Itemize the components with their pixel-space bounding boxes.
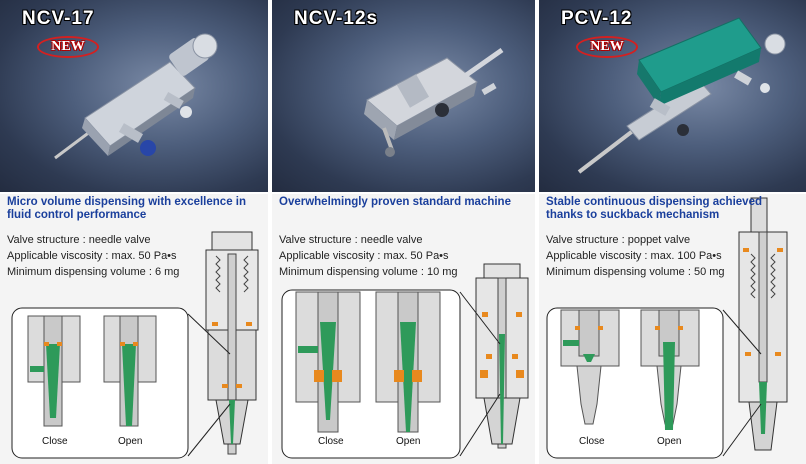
spec-min-volume: Minimum dispensing volume : 6 mg [7,266,180,278]
full-valve-section [205,231,259,455]
open-valve-section [640,309,700,430]
caption-close: Close [579,436,605,447]
spec-valve-structure: Valve structure : needle valve [7,234,151,246]
caption-close: Close [42,436,68,447]
headline: Overwhelmingly proven standard machine [279,196,511,208]
caption-open: Open [118,436,143,447]
spec-min-volume: Minimum dispensing volume : 10 mg [279,266,458,278]
product-panel-ncv-12s: NCV-12s [272,0,535,464]
spec-valve-structure: Valve structure : poppet valve [546,234,691,246]
valve-photo-illustration [577,17,786,174]
full-valve-section [475,263,529,449]
description-area: Micro volume dispensing with excellence … [0,194,268,464]
cross-section-diagram [546,197,788,459]
cross-section-diagram [281,263,529,459]
valve-photo-illustration [364,47,504,157]
headline: Micro volume dispensing with excellence … [7,196,247,221]
close-valve-section [295,291,361,433]
open-valve-section [103,315,157,427]
spec-viscosity: Applicable viscosity : max. 100 Pa•s [546,250,722,262]
description-area: Stable continuous dispensing achieved th… [539,194,806,464]
close-valve-section [560,309,620,425]
open-valve-section [375,291,441,433]
product-photo-pcv-12: PCV-12 NEW [539,0,806,192]
new-badge: NEW [576,36,638,58]
cross-section-diagram [11,231,259,459]
spec-valve-structure: Valve structure : needle valve [279,234,423,246]
product-photo-ncv-17: NCV-17 NEW [0,0,268,192]
spec-min-volume: Minimum dispensing volume : 50 mg [546,266,725,278]
model-name: NCV-12s [294,8,379,29]
spec-viscosity: Applicable viscosity : max. 50 Pa•s [279,250,449,262]
valve-photo-illustration [54,33,218,160]
new-badge: NEW [37,36,99,58]
product-panel-ncv-17: NCV-17 NEW [0,0,268,464]
spec-viscosity: Applicable viscosity : max. 50 Pa•s [7,250,177,262]
close-valve-section [27,315,81,427]
caption-open: Open [396,436,421,447]
caption-close: Close [318,436,344,447]
description-area: Overwhelmingly proven standard machine V… [272,194,535,464]
headline: Stable continuous dispensing achieved th… [546,196,762,221]
model-name: NCV-17 [22,8,95,29]
caption-open: Open [657,436,682,447]
product-photo-ncv-12s: NCV-12s [272,0,535,192]
full-valve-section [738,197,788,451]
product-panel-pcv-12: PCV-12 NEW [539,0,806,464]
model-name: PCV-12 [561,8,633,29]
